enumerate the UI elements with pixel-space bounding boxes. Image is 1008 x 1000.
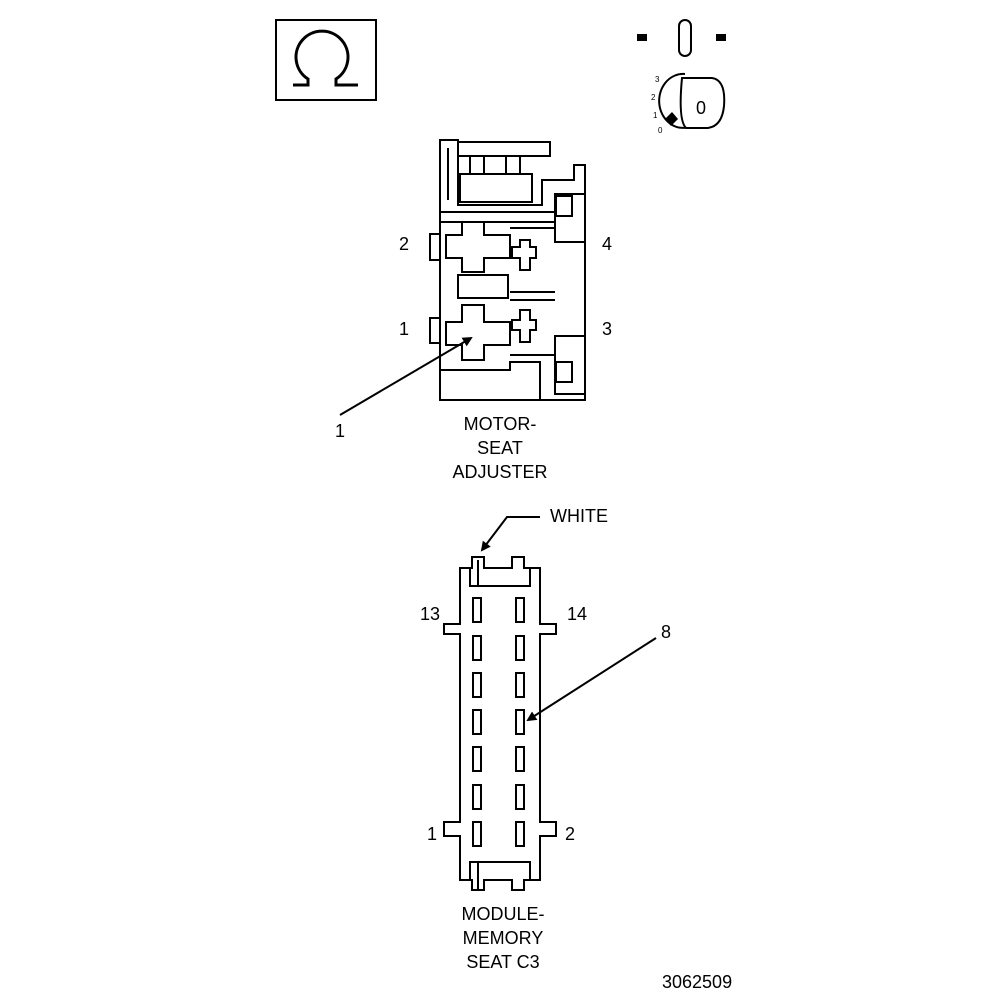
- motor-pin-2-label: 2: [399, 234, 409, 254]
- motor-connector: 2 4 1 3 1 MOTOR- SEAT ADJUSTER: [335, 139, 612, 482]
- white-label: WHITE: [550, 506, 608, 526]
- motor-callout-label: 1: [335, 421, 345, 441]
- figure-id: 3062509: [662, 972, 732, 992]
- module-connector: WHITE 13 14 1 2 8 MODULE- MEMORY SEAT C3: [420, 506, 671, 972]
- motor-name-line-3: ADJUSTER: [452, 462, 547, 482]
- module-pin-2-label: 2: [565, 824, 575, 844]
- key-pos-1: 1: [653, 111, 658, 120]
- module-name-line-3: SEAT C3: [466, 952, 539, 972]
- ignition-key-icon: 3 2 1 0 0: [637, 19, 726, 135]
- module-pin-13-label: 13: [420, 604, 440, 624]
- ohmmeter-icon: [275, 19, 377, 101]
- motor-pin-3-label: 3: [602, 319, 612, 339]
- motor-name-line-2: SEAT: [477, 438, 523, 458]
- module-pin-14-label: 14: [567, 604, 587, 624]
- module-callout-label: 8: [661, 622, 671, 642]
- ignition-key-label: 0: [696, 98, 706, 118]
- motor-pin-4-label: 4: [602, 234, 612, 254]
- module-name-line-1: MODULE-: [461, 904, 544, 924]
- key-pos-3: 3: [655, 75, 660, 84]
- key-pos-0: 0: [658, 126, 663, 135]
- motor-pin-1-label: 1: [399, 319, 409, 339]
- module-name-line-2: MEMORY: [463, 928, 544, 948]
- key-pos-2: 2: [651, 93, 656, 102]
- module-pin-1-label: 1: [427, 824, 437, 844]
- motor-name-line-1: MOTOR-: [464, 414, 537, 434]
